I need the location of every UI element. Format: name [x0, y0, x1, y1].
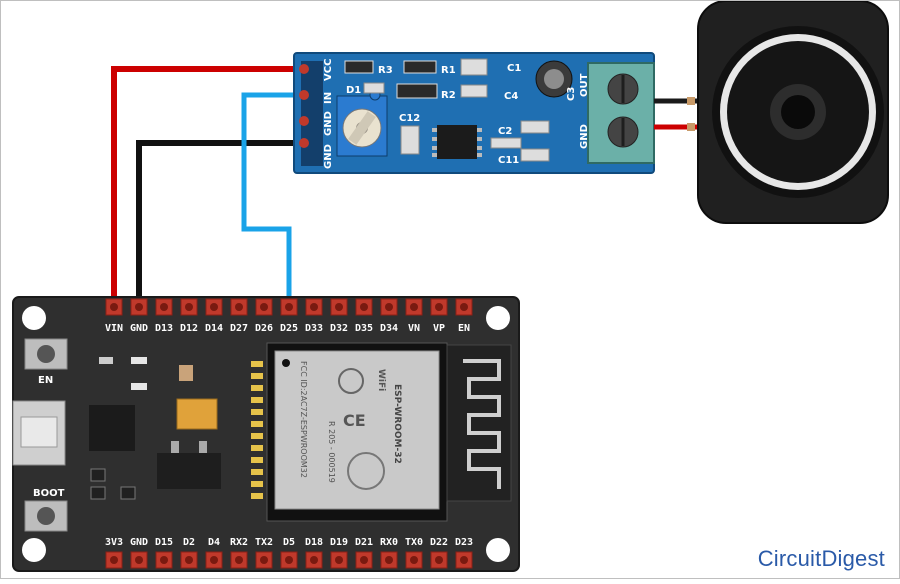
bottom-pin-label: D21: [355, 537, 373, 548]
label-r1: R1: [441, 65, 456, 76]
bottom-pin-label: D2: [183, 537, 195, 548]
wifi-logo: WiFi: [376, 369, 386, 391]
speaker: [697, 0, 889, 224]
bottom-pin-header: 3V3 GND D15 D2 D4 RX2 TX2 D5 D18 D19 D21 RX0 TX0 D22 D…: [105, 537, 473, 569]
esp32-board: EN BOOT FCC ID:2AC7Z-ESPWR: [12, 296, 520, 572]
label-c2: C2: [498, 126, 512, 137]
bottom-pin-hole: [460, 556, 468, 564]
bottom-pin-label: D15: [155, 537, 173, 548]
top-pin-label: VP: [433, 323, 445, 334]
top-pin-label: D14: [205, 323, 223, 334]
bottom-pin-label: TX2: [255, 537, 273, 548]
bottom-pin-hole: [285, 556, 293, 564]
top-pin-label: VN: [408, 323, 420, 334]
amp-label-gnd-out: GND: [579, 124, 590, 149]
top-pin-hole: [260, 303, 268, 311]
brand-part2: Digest: [821, 546, 885, 571]
module-name-text: ESP-WROOM-32: [392, 384, 402, 464]
top-pin-header: VIN GND D13 D12 D14 D27 D26 D25 D33 D32 D35 D34 VN VP…: [105, 298, 473, 334]
top-pin-label: GND: [130, 323, 148, 334]
bottom-pin-label: D18: [305, 537, 323, 548]
circuitdigest-logo: CircuitDigest: [758, 546, 885, 572]
top-pin-label: D25: [280, 323, 298, 334]
bottom-pin-label: RX2: [230, 537, 248, 548]
bottom-pin-label: TX0: [405, 537, 423, 548]
boot-button[interactable]: [24, 500, 68, 532]
top-pin-label: D33: [305, 323, 323, 334]
top-pin-label: D27: [230, 323, 248, 334]
module-fcc-text: FCC ID:2AC7Z-ESPWROOM32: [299, 361, 308, 478]
brand-part1: Circuit: [757, 546, 822, 571]
en-button-label: EN: [38, 375, 53, 386]
bottom-pin-hole: [310, 556, 318, 564]
amp-label-gnd-1: GND: [323, 111, 334, 136]
bottom-pin-label: 3V3: [105, 537, 123, 548]
amp-label-vcc: VCC: [323, 59, 334, 81]
top-pin-label: D26: [255, 323, 273, 334]
top-pin-hole: [235, 303, 243, 311]
top-pin-hole: [310, 303, 318, 311]
bottom-pin-label: D22: [430, 537, 448, 548]
label-d1: D1: [346, 85, 361, 96]
bottom-pin-hole: [260, 556, 268, 564]
top-pin-hole: [360, 303, 368, 311]
top-pin-hole: [210, 303, 218, 311]
label-r3: R3: [378, 65, 393, 76]
top-pin-label: EN: [458, 323, 470, 334]
bottom-pin-label: D19: [330, 537, 348, 548]
bottom-pin-hole: [235, 556, 243, 564]
amp-label-in: IN: [323, 92, 334, 104]
top-pin-label: VIN: [105, 323, 123, 334]
bottom-pin-label: D23: [455, 537, 473, 548]
top-pin-label: D35: [355, 323, 373, 334]
bottom-pin-hole: [360, 556, 368, 564]
top-pin-hole: [285, 303, 293, 311]
module-cert-text: R 205 - 000519: [327, 421, 336, 483]
top-pin-hole: [185, 303, 193, 311]
amp-label-out: OUT: [579, 73, 590, 97]
bottom-pin-hole: [210, 556, 218, 564]
ce-mark: CE: [343, 411, 366, 430]
top-pin-label: D13: [155, 323, 173, 334]
bottom-pin-hole: [335, 556, 343, 564]
wire-vin-red: [111, 66, 306, 307]
label-r2: R2: [441, 90, 456, 101]
top-pin-hole: [110, 303, 118, 311]
top-pin-label: D32: [330, 323, 348, 334]
en-button[interactable]: [24, 338, 68, 370]
boot-button-label: BOOT: [33, 488, 65, 499]
top-pin-label: D12: [180, 323, 198, 334]
bottom-pin-label: D4: [208, 537, 220, 548]
label-c3: C3: [566, 87, 577, 101]
label-c4: C4: [504, 91, 518, 102]
bottom-pin-hole: [185, 556, 193, 564]
top-pin-hole: [135, 303, 143, 311]
wire-gnd-black: [136, 140, 306, 307]
bottom-pin-hole: [410, 556, 418, 564]
top-pin-hole: [385, 303, 393, 311]
bottom-pin-hole: [110, 556, 118, 564]
wire-signal-blue: [241, 92, 306, 307]
label-c11: C11: [498, 155, 519, 166]
bottom-pin-label: GND: [130, 537, 148, 548]
top-pin-hole: [335, 303, 343, 311]
top-pin-label: D34: [380, 323, 398, 334]
top-pin-hole: [410, 303, 418, 311]
label-c12: C12: [399, 113, 420, 124]
amplifier-module: VCC IN GND GND R3 R1 C1 D1 R2 C4 C12 C2 …: [293, 52, 655, 174]
bottom-pin-label: D5: [283, 537, 295, 548]
bottom-pin-hole: [435, 556, 443, 564]
bottom-pin-hole: [385, 556, 393, 564]
top-pin-hole: [160, 303, 168, 311]
top-pin-hole: [460, 303, 468, 311]
bottom-pin-label: RX0: [380, 537, 398, 548]
bottom-pin-hole: [135, 556, 143, 564]
label-c1: C1: [507, 63, 521, 74]
amp-label-gnd-2: GND: [323, 144, 334, 169]
screw-terminal: [587, 62, 655, 164]
top-pin-hole: [435, 303, 443, 311]
bottom-pin-hole: [160, 556, 168, 564]
